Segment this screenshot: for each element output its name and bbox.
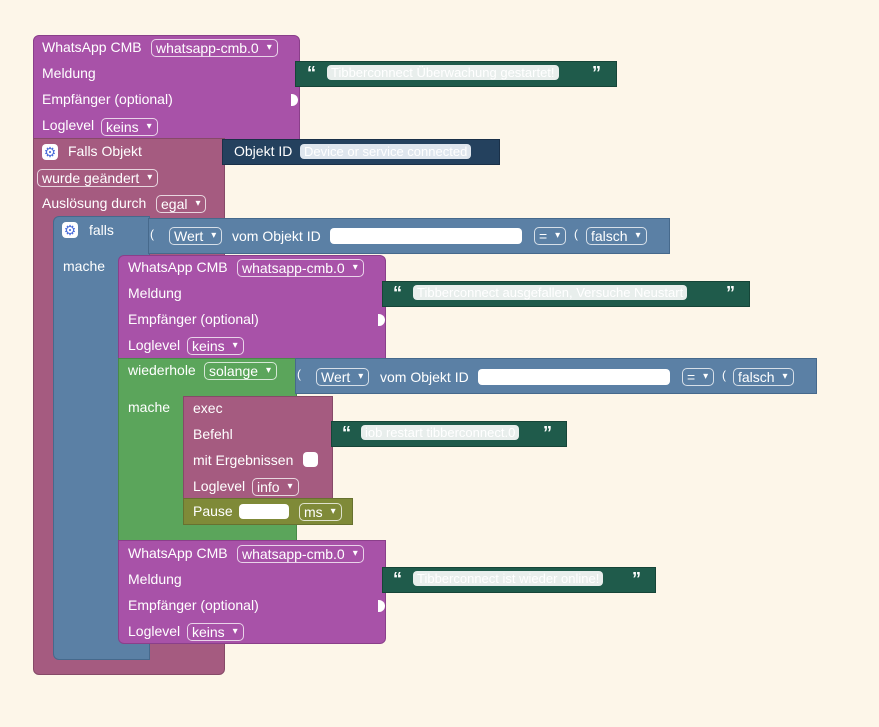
whatsapp-block-2-recipient-label: Empfänger (optional)	[128, 311, 259, 327]
exec-title: exec	[193, 400, 223, 416]
whatsapp-block-3-recipient-label: Empfänger (optional)	[128, 597, 259, 613]
whatsapp-block-3-instance-dropdown[interactable]: whatsapp-cmb.0	[237, 545, 364, 563]
whatsapp-block-2-message-field[interactable]: Tibberconnect ausgefallen, Versuche Neus…	[413, 285, 688, 300]
whatsapp-block-1-loglevel-label: Loglevel	[42, 117, 95, 133]
pause-label: Pause	[193, 503, 233, 519]
exec-results-label: mit Ergebnissen	[193, 452, 294, 468]
trigger-title: Falls Objekt	[68, 143, 142, 159]
exec-command-field[interactable]: iob restart tibberconnect.0	[361, 425, 520, 440]
if-gear-icon[interactable]: ⚙	[62, 222, 78, 238]
whatsapp-block-3-loglevel-label: Loglevel	[128, 623, 181, 639]
while-compare-dropdown[interactable]: falsch	[733, 368, 794, 386]
trigger-object-field[interactable]: Device or service connected	[300, 144, 472, 159]
quote-close-icon: ”	[592, 63, 601, 83]
trigger-object-label: Objekt ID	[234, 143, 293, 159]
if-label: falls	[89, 222, 114, 238]
trigger-gear-icon[interactable]: ⚙	[42, 144, 58, 160]
exec-command-label: Befehl	[193, 426, 233, 442]
quote-open-icon: “	[393, 283, 402, 303]
exec-loglevel-dropdown[interactable]: info	[252, 478, 299, 496]
if-do-label: mache	[63, 258, 106, 274]
whatsapp-block-1-recipient-label: Empfänger (optional)	[42, 91, 173, 107]
if-value-open-paren: (	[574, 227, 578, 241]
while-label: wiederhole	[128, 362, 196, 378]
whatsapp-block-3-recipient-socket	[378, 600, 385, 612]
while-do-label: mache	[128, 399, 171, 415]
while-value-dropdown[interactable]: Wert	[316, 368, 370, 386]
exec-loglevel-label: Loglevel	[193, 478, 246, 494]
whatsapp-block-3-message-field[interactable]: Tibberconnect ist wieder online!	[413, 571, 604, 586]
whatsapp-block-3-message-label: Meldung	[128, 571, 182, 587]
while-operator-dropdown[interactable]: =	[682, 368, 715, 386]
quote-close-icon: ”	[726, 283, 735, 303]
whatsapp-block-2-loglevel-dropdown[interactable]: keins	[187, 337, 244, 355]
quote-open-icon: “	[307, 63, 316, 83]
whatsapp-block-1-recipient-socket	[291, 94, 298, 106]
if-compare-dropdown[interactable]: falsch	[586, 227, 647, 245]
whatsapp-block-2-recipient-socket	[378, 314, 385, 326]
while-mode-dropdown[interactable]: solange	[204, 362, 278, 380]
whatsapp-block-2-loglevel-label: Loglevel	[128, 337, 181, 353]
trigger-by-dropdown[interactable]: egal	[156, 195, 207, 213]
whatsapp-block-1-title: WhatsApp CMB	[42, 39, 142, 55]
if-of-object-label: vom Objekt ID	[232, 228, 321, 244]
whatsapp-block-1-instance-dropdown[interactable]: whatsapp-cmb.0	[151, 39, 278, 57]
trigger-by-label: Auslösung durch	[42, 195, 147, 211]
if-condition-open-paren: (	[150, 227, 154, 241]
while-object-id-field[interactable]	[478, 369, 670, 385]
quote-open-icon: “	[342, 423, 351, 443]
quote-open-icon: “	[393, 569, 402, 589]
while-condition-open-paren: (	[297, 367, 301, 381]
while-of-object-label: vom Objekt ID	[380, 369, 469, 385]
while-value-open-paren: (	[722, 368, 726, 382]
whatsapp-block-1-message-field[interactable]: Tibberconnect Überwachung gestartet!	[327, 65, 559, 80]
whatsapp-block-1-loglevel-dropdown[interactable]: keins	[101, 118, 158, 136]
pause-value-field[interactable]: 60000	[239, 504, 289, 519]
whatsapp-block-2-instance-dropdown[interactable]: whatsapp-cmb.0	[237, 259, 364, 277]
whatsapp-block-2-title: WhatsApp CMB	[128, 259, 228, 275]
whatsapp-block-1-message-label: Meldung	[42, 65, 96, 81]
if-object-id-field[interactable]	[330, 228, 522, 244]
if-operator-dropdown[interactable]: =	[534, 227, 567, 245]
if-value-dropdown[interactable]: Wert	[169, 227, 223, 245]
exec-results-checkbox[interactable]	[303, 452, 318, 467]
whatsapp-block-3-title: WhatsApp CMB	[128, 545, 228, 561]
quote-close-icon: ”	[632, 569, 641, 589]
quote-close-icon: ”	[543, 423, 552, 443]
whatsapp-block-3-loglevel-dropdown[interactable]: keins	[187, 623, 244, 641]
whatsapp-block-2-message-label: Meldung	[128, 285, 182, 301]
trigger-changed-dropdown[interactable]: wurde geändert	[37, 169, 159, 187]
pause-unit-dropdown[interactable]: ms	[299, 503, 342, 521]
